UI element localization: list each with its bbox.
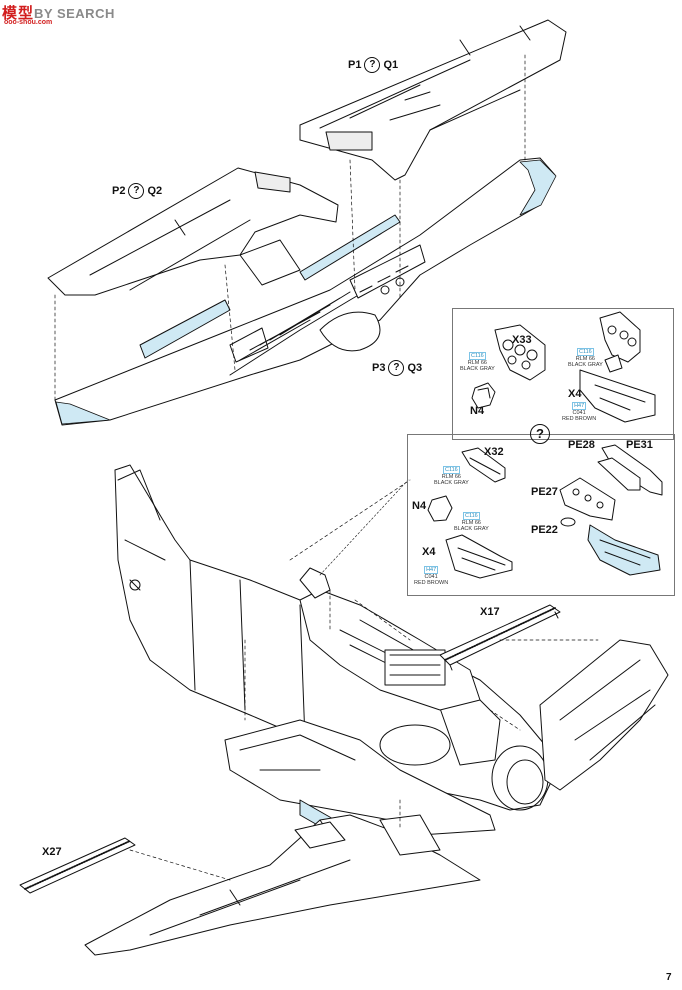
paint-name: RLM 66 xyxy=(575,356,595,362)
label-p2-q2: P2?Q2 xyxy=(112,183,162,199)
label-q2: Q2 xyxy=(147,184,163,197)
upper-left-wing-drawing xyxy=(47,167,339,296)
paint-desc: BLACK GRAY xyxy=(568,362,603,368)
question-icon: ? xyxy=(388,360,405,376)
part-cockpit-floor-drawing xyxy=(587,524,661,576)
right-wing-drawing xyxy=(539,639,669,791)
part-n4-mid-drawing xyxy=(427,495,453,522)
label-x27: X27 xyxy=(42,846,62,858)
paint-name: C041 xyxy=(572,410,586,416)
paint-desc: BLACK GRAY xyxy=(434,480,469,486)
guide-lines-top xyxy=(54,54,526,401)
label-pe22: PE22 xyxy=(531,524,558,536)
label-p2: P2 xyxy=(112,184,126,197)
paint-name: RLM 66 xyxy=(467,360,487,366)
paint-code: C116 xyxy=(577,348,594,356)
paint-callout-gray-a: C116 RLM 66 BLACK GRAY xyxy=(460,352,495,372)
flap-x17-drawing xyxy=(439,604,561,671)
label-x17: X17 xyxy=(480,606,500,618)
paint-code: C116 xyxy=(463,512,480,520)
label-p1-q1: P1?Q1 xyxy=(348,57,398,73)
watermark-url: ooo-shou.com xyxy=(4,19,53,26)
lower-wing-drawing xyxy=(54,157,557,426)
paint-name: RLM 66 xyxy=(461,520,481,526)
page-number: 7 xyxy=(666,972,672,983)
label-n4-top: N4 xyxy=(470,405,485,417)
watermark-brand-red: 模型 xyxy=(2,5,35,22)
part-x33b-drawing xyxy=(599,311,641,373)
watermark-logo: 模型BY SEARCH ooo-shou.com xyxy=(2,2,115,26)
fuselage-drawing xyxy=(114,464,553,811)
paint-callout-brown-a: H47 C041 RED BROWN xyxy=(562,402,596,422)
paint-code: C116 xyxy=(469,352,486,360)
part-pe22-drawing xyxy=(560,517,576,527)
paint-desc: RED BROWN xyxy=(414,580,449,586)
label-x33: X33 xyxy=(512,334,532,346)
paint-desc: BLACK GRAY xyxy=(460,366,495,372)
paint-code: C116 xyxy=(443,466,460,474)
paint-name: RLM 66 xyxy=(441,474,461,480)
guide-lines-bottom xyxy=(129,479,599,881)
paint-callout-gray-d: C116 RLM 66 BLACK GRAY xyxy=(454,512,489,532)
inset-panel-instrument xyxy=(452,308,674,440)
label-x4-top: X4 xyxy=(568,388,582,400)
question-icon-large: ? xyxy=(530,424,550,444)
part-n4-top-drawing xyxy=(471,382,496,409)
flap-x27-drawing xyxy=(19,837,136,894)
part-x32-drawing xyxy=(461,447,506,483)
label-pe27: PE27 xyxy=(531,486,558,498)
part-pe28-pe31-drawing xyxy=(597,444,663,496)
paint-code: H47 xyxy=(424,566,439,574)
inset-leader-line xyxy=(319,479,409,576)
label-p3: P3 xyxy=(372,361,386,374)
paint-desc: BLACK GRAY xyxy=(454,526,489,532)
label-pe28: PE28 xyxy=(568,439,595,451)
label-x32: X32 xyxy=(484,446,504,458)
paint-name: C041 xyxy=(424,574,438,580)
label-p1: P1 xyxy=(348,58,362,71)
paint-callout-gray-b: C116 RLM 66 BLACK GRAY xyxy=(568,348,603,368)
part-x4-top-drawing xyxy=(579,369,656,423)
question-icon: ? xyxy=(128,183,145,199)
label-pe31: PE31 xyxy=(626,439,653,451)
label-n4-mid: N4 xyxy=(412,500,427,512)
paint-code: H47 xyxy=(572,402,587,410)
paint-callout-brown-b: H47 C041 RED BROWN xyxy=(414,566,448,586)
label-q1: Q1 xyxy=(383,58,399,71)
upper-right-wing-drawing xyxy=(299,19,567,181)
paint-desc: RED BROWN xyxy=(562,416,597,422)
part-x4-mid-drawing xyxy=(445,534,513,579)
paint-callout-gray-c: C116 RLM 66 BLACK GRAY xyxy=(434,466,469,486)
lower-wing-bottom-drawing xyxy=(84,719,496,956)
label-x4-mid: X4 xyxy=(422,546,436,558)
question-icon: ? xyxy=(364,57,381,73)
label-p3-q3: P3?Q3 xyxy=(372,360,422,376)
part-pe27-drawing xyxy=(559,477,616,521)
watermark-brand-grey: BY SEARCH xyxy=(34,6,115,21)
part-x33-drawing xyxy=(494,324,546,381)
label-q3: Q3 xyxy=(407,361,423,374)
